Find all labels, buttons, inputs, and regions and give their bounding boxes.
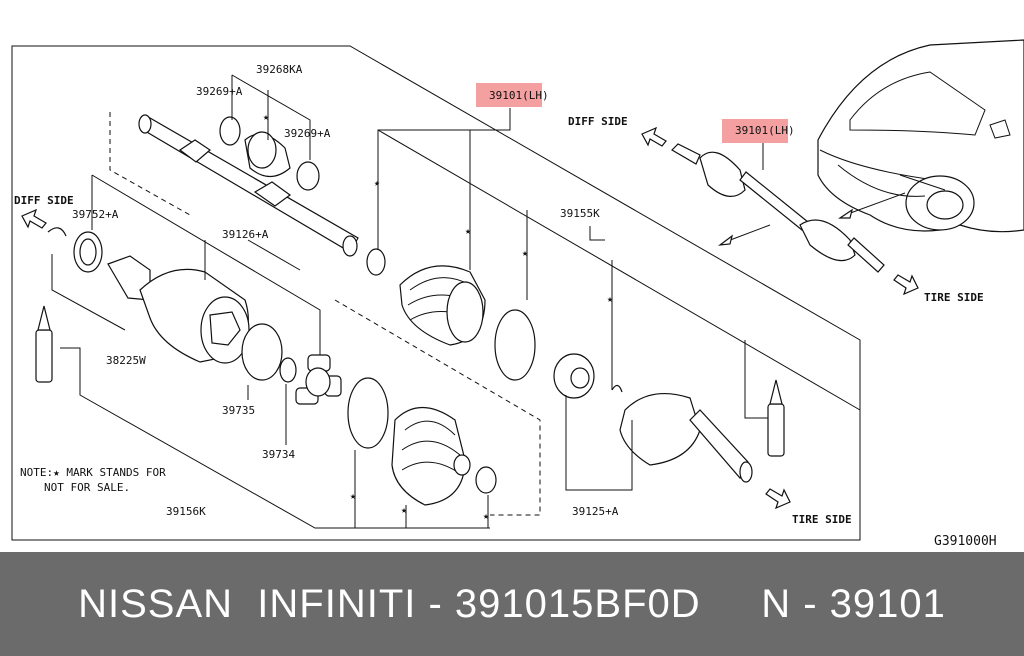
tire-side-arrow-main [765,488,791,510]
parts-diagram: ★ ★ ★ ★ ★ ★ ★ ★ [11,39,1024,549]
label-39126a: 39126+A [222,228,269,241]
label-39101lh-main: 39101(LH) [489,89,549,102]
label-39268ka: 39268KA [256,63,303,76]
diff-side-arrow-car [641,126,667,147]
svg-text:★: ★ [465,226,471,237]
svg-text:★: ★ [374,178,380,189]
inner-shaft [138,114,359,257]
svg-text:★: ★ [401,505,407,516]
dashed-box-lower [334,299,541,516]
svg-text:★: ★ [263,112,269,123]
svg-text:★: ★ [483,511,489,522]
leader-lines [51,74,861,529]
grease-tube-left [35,305,53,383]
figure-code: G391000H [934,534,997,549]
boot-inner-lower [391,407,471,506]
highlight-39101-car [722,119,788,143]
label-diff-side-car: DIFF SIDE [568,115,628,128]
label-39155k: 39155K [560,207,600,220]
boot-small-top [219,116,320,191]
dashed-box-upper [109,112,191,216]
diff-side-arrow-left [21,208,47,229]
label-note-line2: NOT FOR SALE. [44,481,130,494]
diagram-frame [11,45,861,541]
seal-39752 [47,227,103,273]
label-39269a-right: 39269+A [284,127,331,140]
label-39752a: 39752+A [72,208,119,221]
boot-outer-upper [399,265,536,381]
svg-text:★: ★ [607,294,613,305]
label-39269a-top: 39269+A [196,85,243,98]
boot-bands-inner [347,248,497,494]
star-marks: ★ ★ ★ ★ ★ ★ ★ ★ [263,112,613,522]
label-39125a: 39125+A [572,505,619,518]
tire-side-arrow-car [893,274,919,296]
highlight-39101-main [476,83,542,107]
label-39156k: 39156K [166,505,206,518]
label-39734: 39734 [262,448,295,461]
label-note-line1: NOTE:★ MARK STANDS FOR [20,466,166,479]
grease-tube-right [767,379,785,457]
label-39101lh-car: 39101(LH) [735,124,795,137]
label-tire-side-car: TIRE SIDE [924,291,984,304]
tripod-joint [295,354,342,405]
drive-shaft-car [671,143,906,273]
svg-text:★: ★ [522,248,528,259]
label-38225w: 38225W [106,354,146,367]
svg-text:★: ★ [350,491,356,502]
footer-bar: NISSAN INFINITI - 391015BF0D N - 39101 [0,552,1024,656]
label-tire-side-main: TIRE SIDE [792,513,852,526]
outer-joint [553,353,753,483]
footer-part-number: NISSAN INFINITI - 391015BF0D N - 39101 [78,581,946,626]
label-diff-side-left: DIFF SIDE [14,194,74,207]
label-39735: 39735 [222,404,255,417]
car-illustration [817,39,1024,233]
inner-joint-housing [107,255,297,383]
